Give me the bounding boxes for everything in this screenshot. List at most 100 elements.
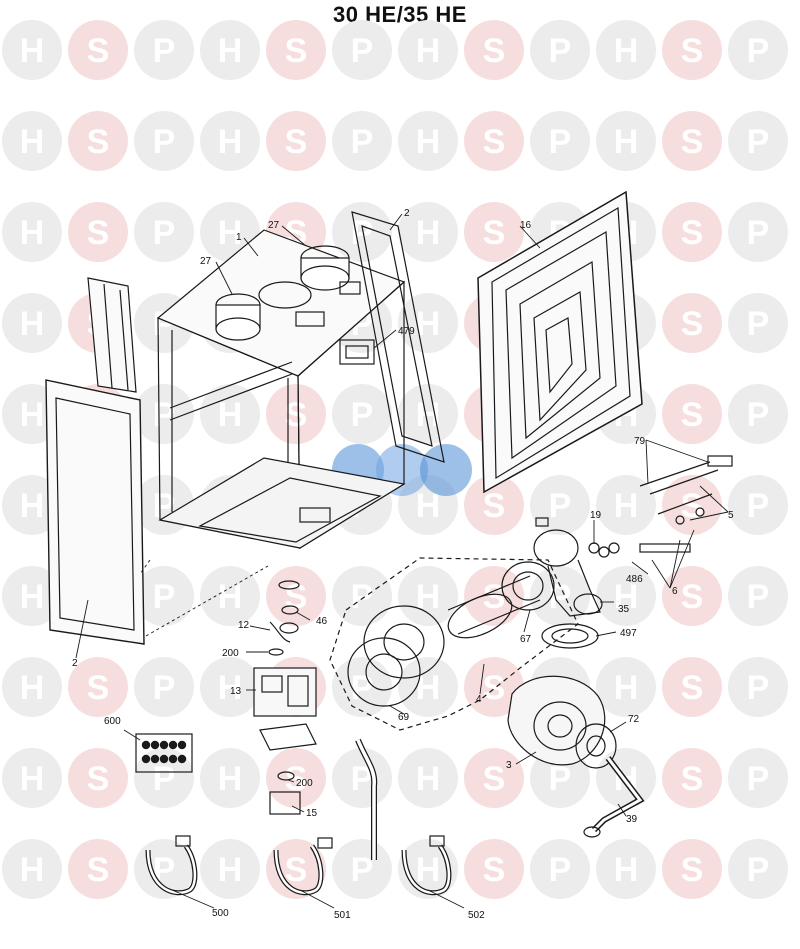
seal-frame-left: [45, 379, 145, 645]
watermark-letter: S: [681, 760, 704, 798]
fan-assembly: [507, 675, 606, 766]
watermark-letter: P: [351, 214, 374, 252]
watermark-letter: S: [681, 305, 704, 343]
watermark-letter: P: [549, 760, 572, 798]
watermark-circle: [398, 566, 458, 626]
watermark-letter: P: [351, 669, 374, 707]
watermark-letter: P: [153, 123, 176, 161]
watermark-letter: P: [747, 123, 770, 161]
washer: [141, 740, 151, 750]
callout-4: 4: [476, 694, 482, 705]
watermark-letter: H: [20, 123, 45, 161]
watermark-letter: H: [416, 851, 441, 889]
wiring-harness-502: [401, 835, 452, 896]
watermark-circle: [596, 111, 656, 171]
watermark-circle: [134, 566, 194, 626]
watermark-letter: H: [20, 214, 45, 252]
watermark-circle: [398, 748, 458, 808]
watermark-letter: S: [285, 32, 308, 70]
watermark-circle: [266, 111, 326, 171]
watermark-letter: S: [87, 123, 110, 161]
valve-fittings: [268, 580, 301, 815]
watermark-letter: H: [614, 578, 639, 616]
washer: [150, 754, 160, 764]
watermark-circle: [530, 475, 590, 535]
watermark-letter: H: [20, 851, 45, 889]
washer: [168, 740, 178, 750]
callout-19: 19: [590, 510, 602, 521]
watermark-circle: [266, 748, 326, 808]
watermark-circle: [728, 384, 788, 444]
callout-12: 12: [238, 620, 250, 631]
callout-27-right: 27: [268, 220, 280, 231]
callout-2-left: 2: [72, 658, 78, 669]
callout-67: 67: [520, 634, 532, 645]
watermark-circle: [2, 748, 62, 808]
watermark-circle: [728, 748, 788, 808]
watermark-letter: H: [416, 760, 441, 798]
watermark-circle: [200, 566, 260, 626]
ignition-module: [339, 339, 375, 365]
callout-200-top: 200: [222, 648, 239, 659]
watermark-letter: S: [681, 578, 704, 616]
watermark-circle: [134, 748, 194, 808]
watermark-circle: [332, 20, 392, 80]
watermark-circle: [266, 566, 326, 626]
watermark-circle: [398, 293, 458, 353]
callout-501: 501: [334, 910, 351, 921]
callout-486: 486: [626, 574, 643, 585]
watermark-letter: S: [681, 32, 704, 70]
watermark-circle: [728, 657, 788, 717]
watermark-circle: [662, 475, 722, 535]
watermark-letter: S: [483, 487, 506, 525]
front-panel: [477, 190, 643, 494]
watermark-circle: [662, 20, 722, 80]
watermark-circle: [728, 202, 788, 262]
gas-valve: [253, 667, 317, 751]
watermark-letter: P: [153, 669, 176, 707]
flue-elbow: [533, 529, 603, 617]
watermark-circle: [332, 202, 392, 262]
watermark-letter: S: [483, 760, 506, 798]
watermark-letter: P: [351, 760, 374, 798]
watermark-letter: S: [87, 669, 110, 707]
watermark-circle: [596, 657, 656, 717]
watermark-letter: H: [218, 851, 243, 889]
watermark-circle: [332, 566, 392, 626]
callout-200-bottom: 200: [296, 778, 313, 789]
watermark-letter: S: [483, 214, 506, 252]
watermark-circle: [596, 475, 656, 535]
callout-labels: 1 2 2 3 4 5 6 12 13 15 16 19 27 27 35 39…: [72, 208, 734, 921]
watermark-circle: [530, 566, 590, 626]
watermark-circle: [2, 657, 62, 717]
watermark-letter: P: [153, 578, 176, 616]
watermark-letter: H: [614, 123, 639, 161]
watermark-circle: [200, 20, 260, 80]
watermark-letter: S: [87, 32, 110, 70]
watermark-letter: P: [351, 396, 374, 434]
watermark-letter: S: [285, 760, 308, 798]
watermark-letter: S: [285, 851, 308, 889]
watermark-circle: [2, 566, 62, 626]
watermark-letter: P: [747, 487, 770, 525]
watermark-circle: [596, 566, 656, 626]
watermark-letter: P: [747, 851, 770, 889]
watermark-circle: [68, 202, 128, 262]
watermark-circle: [464, 839, 524, 899]
watermark-letter: P: [351, 123, 374, 161]
wiring-harness-501: [273, 837, 333, 896]
flange-plate: [501, 561, 555, 611]
washer: [159, 754, 169, 764]
watermark-circle: [464, 475, 524, 535]
watermark-letter: H: [218, 578, 243, 616]
watermark-circle: [68, 748, 128, 808]
callout-35: 35: [618, 604, 630, 615]
watermark-letter: H: [614, 851, 639, 889]
watermark-letter: H: [20, 669, 45, 707]
watermark-letter: P: [549, 851, 572, 889]
watermark-letter: P: [549, 123, 572, 161]
watermark-letter: S: [483, 669, 506, 707]
washer-set: [141, 740, 187, 764]
